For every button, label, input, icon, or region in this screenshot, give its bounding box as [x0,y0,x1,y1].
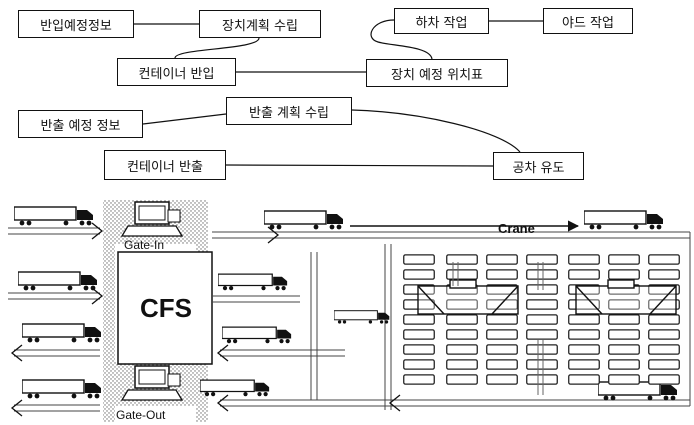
container-slot [446,359,478,370]
container-slot [568,359,600,370]
container-slot [486,314,518,325]
container-slot [608,359,640,370]
cfs-label: CFS [140,293,192,323]
container-slot [486,269,518,280]
container-slot [526,359,558,370]
gate-out-computer-icon [120,365,184,401]
container-slot [526,269,558,280]
inbound-schedule-box: 반입예정정보 [18,10,134,38]
container-slot [486,344,518,355]
container-slot [526,344,558,355]
container-slot [446,344,478,355]
truck-yard-crane [584,210,664,231]
truck-outbound-2 [22,379,102,400]
container-slot [403,269,435,280]
container-slot [403,314,435,325]
container-yard [403,254,680,385]
container-slot [608,374,640,385]
container-slot [526,314,558,325]
yard-work-box: 야드 작업 [543,8,633,34]
container-slot [403,344,435,355]
truck-outbound-1 [22,323,102,344]
outbound-schedule-box: 반출 예정 정보 [18,110,143,138]
container-slot [526,299,558,310]
container-slot [568,314,600,325]
lane-arrowheads [10,222,401,417]
container-slot [608,269,640,280]
container-slot [403,329,435,340]
container-slot [446,314,478,325]
container-slot [648,314,680,325]
container-slot [486,254,518,265]
container-slot [648,344,680,355]
container-slot [526,254,558,265]
truck-to-yard [264,210,344,231]
container-slot [648,269,680,280]
container-slot [648,329,680,340]
container-slot [608,329,640,340]
container-slot [446,374,478,385]
container-slot [446,329,478,340]
truck-inbound-1 [14,206,94,227]
empty-guidance-box: 공차 유도 [493,152,584,180]
gate-in-computer-icon [120,201,184,237]
container-slot [568,254,600,265]
container-slot [446,269,478,280]
container-slot [648,374,680,385]
truck-yard-exit [598,381,678,402]
container-slot [446,254,478,265]
container-slot [608,314,640,325]
container-slot [486,359,518,370]
container-slot [486,329,518,340]
yard-crane-left [417,279,519,315]
cfs-building [117,251,213,365]
container-slot [648,254,680,265]
container-slot [648,359,680,370]
container-slot [403,374,435,385]
container-slot [526,374,558,385]
container-slot [526,329,558,340]
traffic-lanes [8,227,691,412]
gate-in-label: Gate-In [124,238,165,252]
container-slot [403,359,435,370]
crane-label: Crane [498,221,535,236]
gate-out-label: Gate-Out [116,408,166,422]
container-out-box: 컨테이너 반출 [104,150,226,180]
yard-crane-right [575,279,677,315]
device-plan-box: 장치계획 수립 [199,10,321,38]
container-slot [568,329,600,340]
truck-cfs-1 [218,273,288,291]
outbound-plan-box: 반출 계획 수립 [226,97,352,125]
flow-connectors [134,19,543,167]
container-slot [608,344,640,355]
device-location-box: 장치 예정 위치표 [366,59,508,87]
container-in-box: 컨테이너 반입 [117,58,236,86]
container-slot [608,254,640,265]
container-slot [403,254,435,265]
truck-cfs-2 [222,326,292,344]
container-slot [486,374,518,385]
container-slot [526,284,558,295]
container-slot [568,269,600,280]
unloading-box: 하차 작업 [394,8,489,34]
container-slot [568,344,600,355]
container-slot [568,374,600,385]
truck-inbound-2 [18,271,98,292]
truck-cfs-3 [200,379,270,397]
truck-yard-small [334,310,390,325]
yard-vertical-lanes [452,262,544,395]
